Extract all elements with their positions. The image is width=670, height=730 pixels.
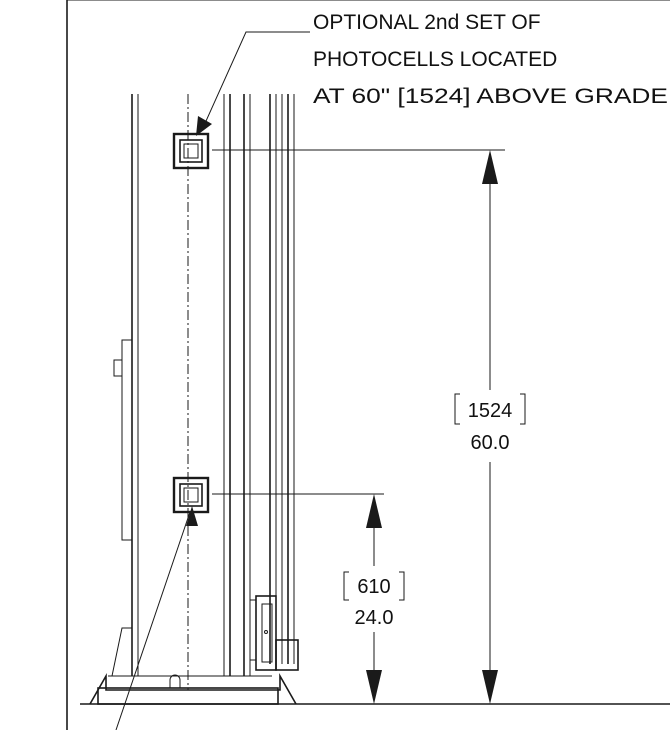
upper-photocell [172, 132, 210, 170]
callout-leader [196, 31, 310, 136]
post-left-pillar [113, 94, 231, 676]
right-column-bracket [250, 595, 299, 671]
lower-leader [115, 506, 198, 730]
upper-dimension-imperial: 60.0 [471, 432, 510, 454]
post-base [89, 627, 297, 705]
lower-dimension-imperial: 24.0 [355, 607, 394, 629]
upper-dimension-line [482, 150, 498, 704]
post-right-rails [243, 94, 295, 676]
callout-line-3: AT 60" [1524] ABOVE GRADE [313, 85, 668, 108]
upper-dimension-label: 1524 60.0 [454, 393, 526, 454]
upper-dimension-metric: 1524 [468, 400, 513, 422]
lower-dimension-line [366, 494, 382, 704]
lower-dimension-metric: 610 [357, 576, 390, 598]
lower-dimension-label: 610 24.0 [343, 571, 405, 629]
lower-photocell [172, 476, 210, 514]
callout-line-1: OPTIONAL 2nd SET OF [313, 11, 541, 34]
callout-line-2: PHOTOCELLS LOCATED [313, 48, 557, 71]
